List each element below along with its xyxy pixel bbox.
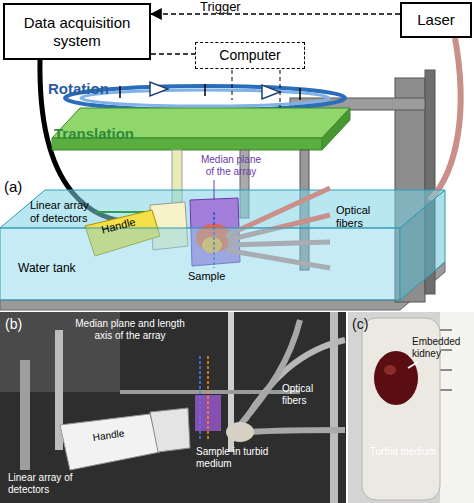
handle-photo	[60, 414, 160, 470]
sample-photo	[226, 422, 254, 442]
ruler-tick	[440, 350, 452, 351]
metal-rod	[20, 360, 30, 470]
setup-schematic	[0, 38, 461, 310]
kidney-highlight	[384, 365, 396, 375]
part-label: Handle	[92, 428, 125, 444]
part-label: Median plane of the array	[196, 154, 266, 177]
fiber-bundle	[250, 430, 345, 432]
part-label: Handle	[100, 216, 137, 237]
part-label: Sample	[188, 270, 225, 283]
box-label: Data acquisition system	[5, 14, 149, 49]
signal-connector	[151, 53, 195, 55]
box-label: Laser	[417, 11, 455, 28]
part-label: Optical fibers	[336, 204, 394, 229]
fiber-bundle	[240, 320, 300, 425]
rotation-arrowhead	[150, 82, 168, 96]
photo-setup	[0, 312, 346, 503]
part-label: Optical fibers	[282, 383, 330, 406]
laser-beam-fiber	[430, 38, 461, 200]
part-label: Linear array of detectors	[30, 199, 98, 224]
leader-line	[214, 180, 215, 200]
part-label: Turbid medium	[368, 446, 438, 458]
part-label: Rotation	[48, 80, 109, 97]
process-box: Computer	[195, 42, 305, 69]
leader-line	[408, 362, 418, 368]
ruler-tick	[440, 370, 452, 371]
process-box: Data acquisition system	[3, 3, 151, 60]
ring-tick	[119, 86, 121, 98]
part-label: (a)	[4, 178, 22, 195]
kidney	[374, 351, 418, 405]
process-box: Laser	[400, 2, 472, 38]
detector-array-photo	[150, 408, 190, 452]
median-axis	[199, 356, 201, 440]
part-label: (b)	[5, 316, 22, 332]
ring-tick	[204, 84, 206, 96]
translation-plate-side	[322, 108, 350, 150]
edge-label: Trigger	[200, 0, 241, 15]
ring-tick	[299, 88, 301, 100]
part-label: Median plane and length axis of the arra…	[66, 318, 194, 341]
part-label: Linear array of detectors	[8, 472, 88, 495]
water-tank-front	[0, 228, 400, 300]
part-label: Translation	[54, 125, 134, 142]
part-label: Embedded kidney	[412, 336, 446, 359]
water-tank-side	[400, 190, 445, 300]
part-label: (c)	[352, 316, 368, 332]
photo-background	[348, 312, 474, 503]
ruler-tick	[440, 390, 452, 391]
box-label: Computer	[219, 47, 280, 63]
fiber-bundle	[245, 340, 345, 420]
signal-connector	[151, 13, 400, 15]
ruler-tick	[440, 330, 452, 331]
part-label: Sample in turbid medium	[196, 446, 280, 469]
rotation-arrowhead	[262, 85, 280, 99]
metal-rod	[120, 390, 300, 394]
length-axis	[207, 356, 209, 440]
photo-sample	[348, 312, 474, 503]
part-label: Water tank	[18, 262, 76, 276]
control-line	[232, 70, 233, 100]
photo-background	[0, 312, 346, 503]
